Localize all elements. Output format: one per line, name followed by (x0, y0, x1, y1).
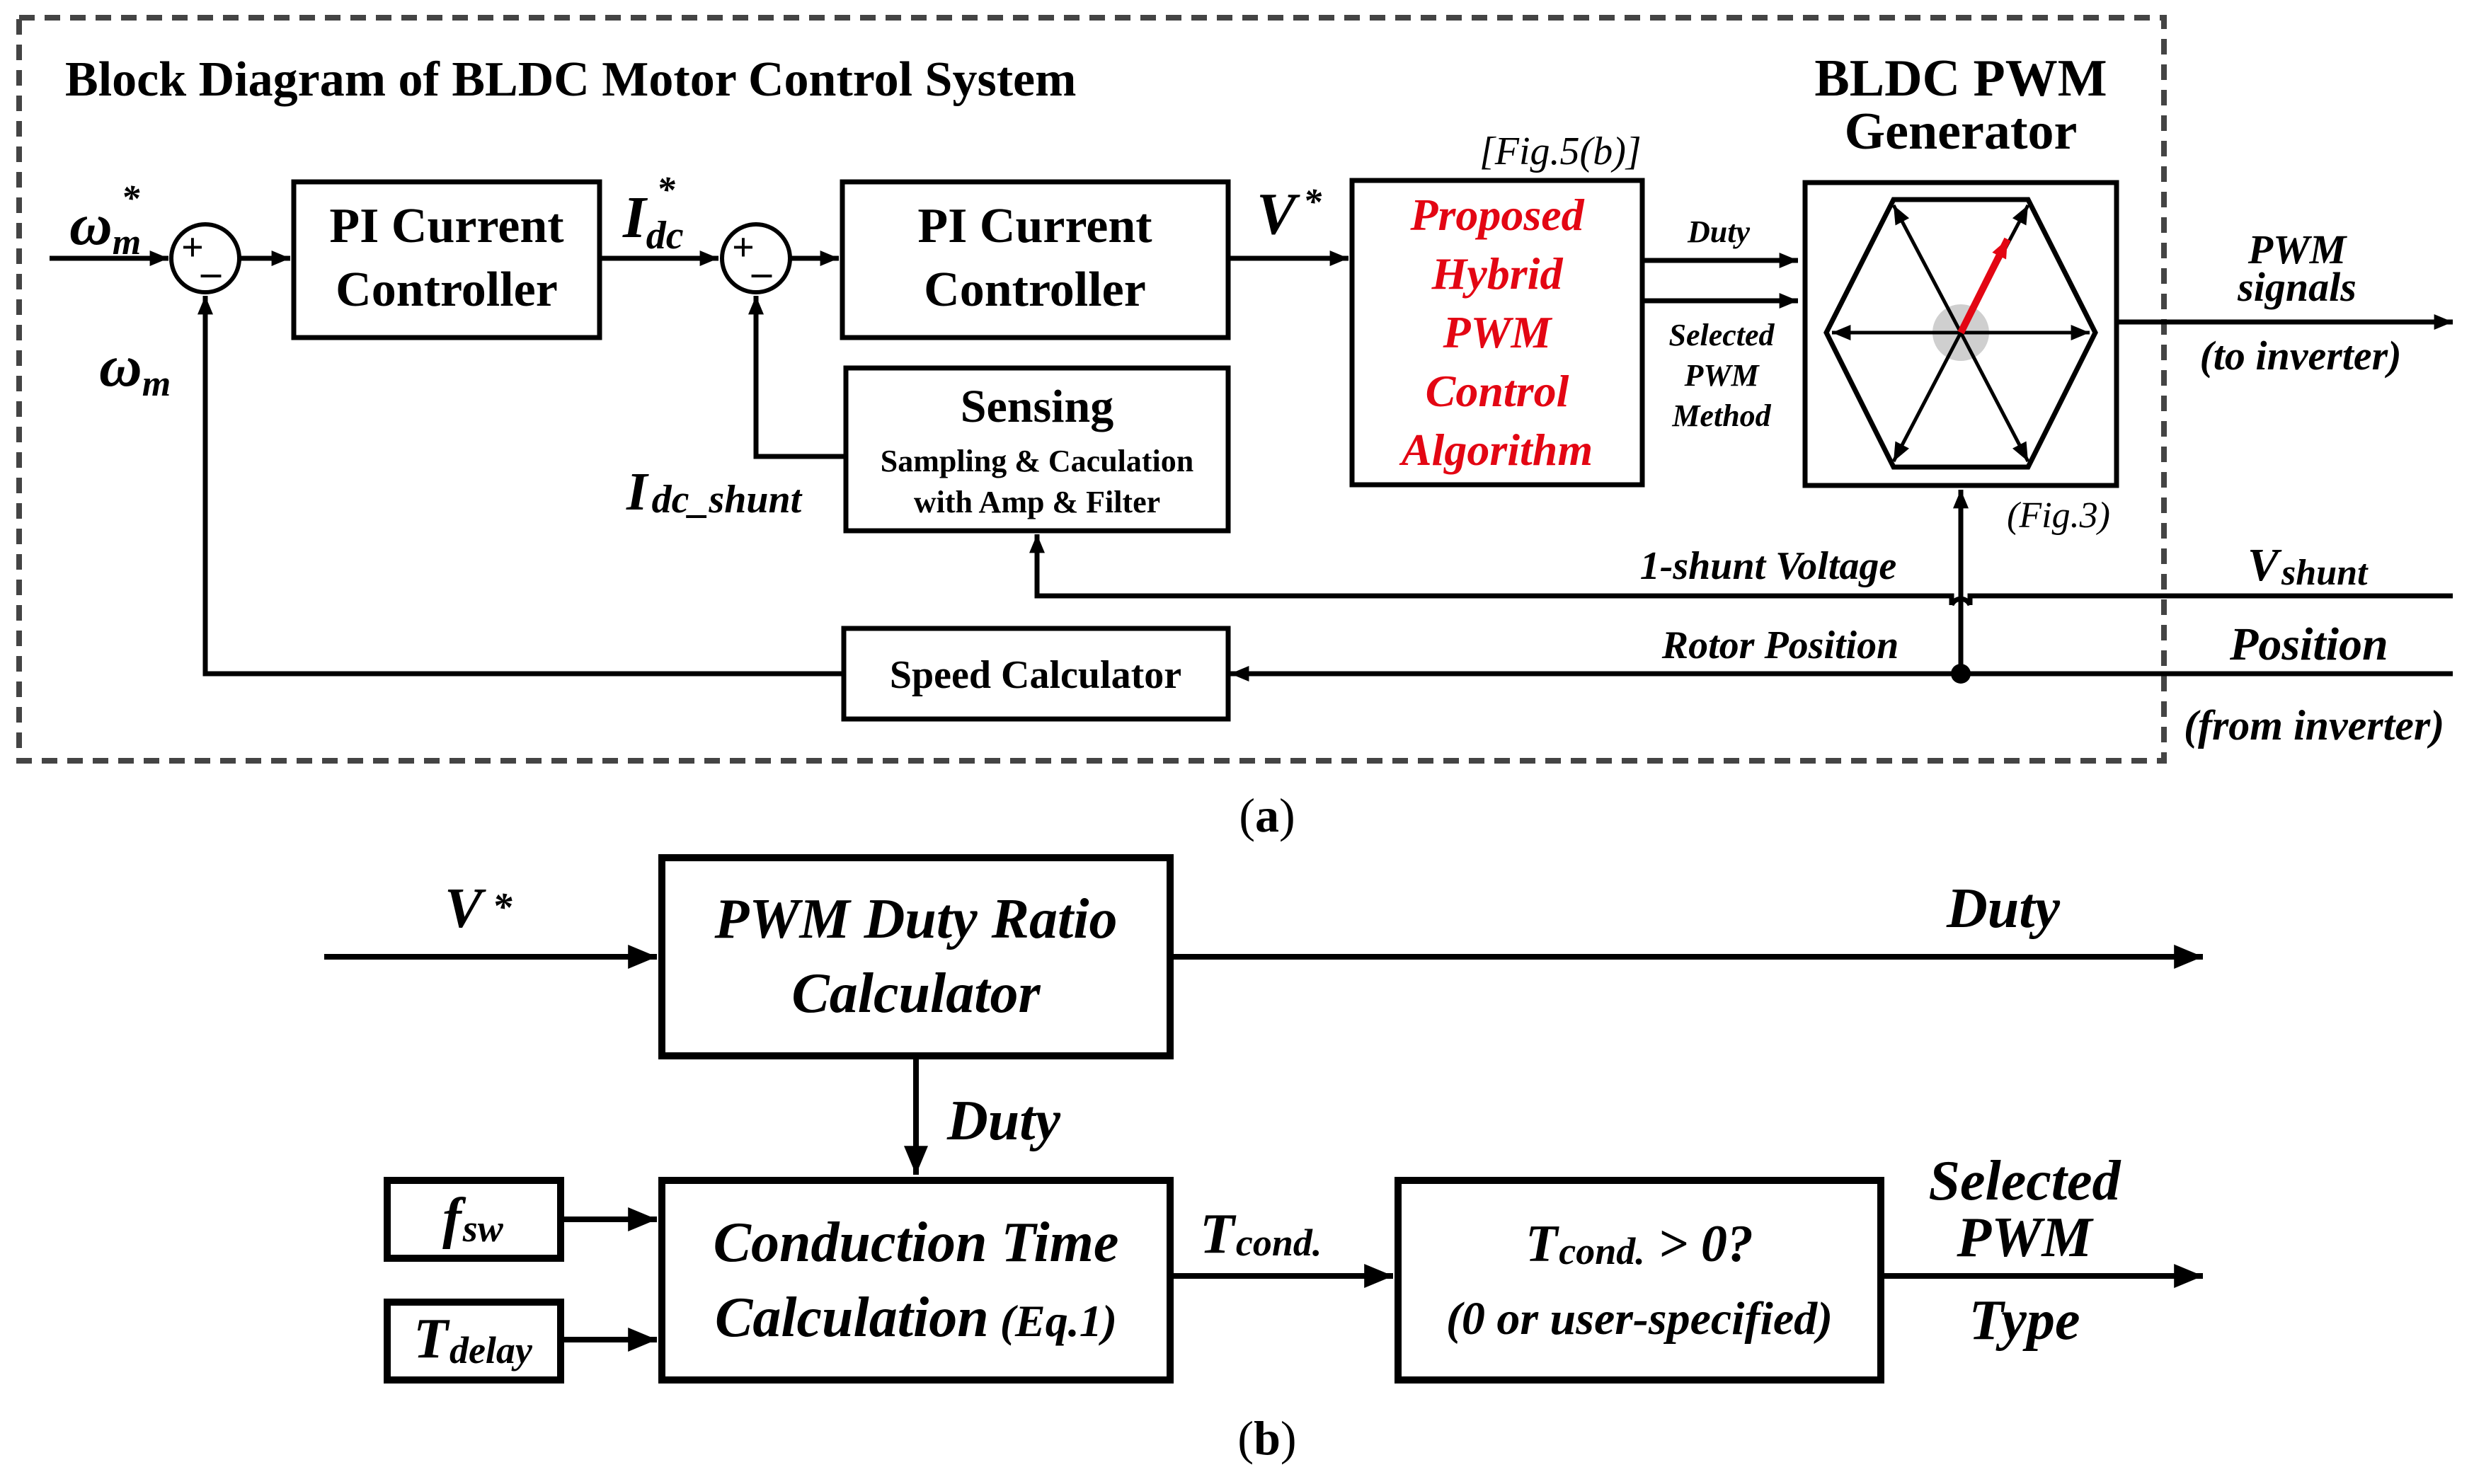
selected-type-1: Selected (1929, 1150, 2121, 1212)
tcond-label: Tcond. (1200, 1203, 1322, 1265)
sum1-plus: + (181, 226, 204, 270)
sum2-minus: _ (751, 237, 772, 281)
system-boundary (16, 15, 2167, 764)
diagram-title: Block Diagram of BLDC Motor Control Syst… (65, 52, 1076, 107)
v-ref-b-label: V* (445, 878, 512, 940)
tdelay-label: Tdelay (413, 1308, 533, 1371)
idc-ref-label: Idc* (622, 170, 684, 258)
duty-ratio-calculator-block (658, 854, 1174, 1059)
speed-feedback-line (197, 296, 844, 677)
hybrid-pwm-algorithm-block (1349, 178, 1645, 488)
sum2-plus: + (732, 226, 755, 270)
selected-type-2: PWM (1956, 1207, 2094, 1269)
pi-current-line2: Controller (924, 263, 1146, 317)
pwm-out-1: PWM (2247, 226, 2348, 272)
omega-fb-label: ωm (99, 333, 171, 404)
duty-out-b-label: Duty (1946, 878, 2060, 940)
pi-speed-line1: PI Current (329, 199, 563, 253)
hybrid-ref-label: [Fig.5(b)] (1479, 130, 1642, 173)
v-shunt-label: Vshunt (2247, 539, 2369, 593)
tdelay-block (384, 1299, 564, 1384)
duty-label-a: Duty (1687, 214, 1750, 249)
pwm-out-3: (to inverter) (2199, 333, 2401, 379)
decision-line1: Tcond. > 0? (1525, 1215, 1753, 1273)
speed-calculator-block (841, 626, 1231, 722)
hybrid-line-2: Hybrid (1431, 248, 1564, 299)
decision-block (1395, 1177, 1884, 1384)
pwm-out-2: signals (2237, 264, 2357, 310)
sensing-line3: with Amp & Filter (914, 485, 1160, 519)
shunt-voltage-line (1967, 593, 2453, 605)
hexagon-vector-icon (1823, 197, 2098, 470)
caption-b: (b) (1237, 1411, 1296, 1465)
rotor-position-label: Rotor Position (1661, 623, 1899, 667)
conduction-time-block (658, 1177, 1174, 1384)
pi-current-line1: PI Current (917, 199, 1152, 253)
hybrid-line-5: Algorithm (1399, 425, 1593, 475)
generator-ref: (Fig.3) (2007, 495, 2110, 536)
duty-calc-line2: Calculator (791, 962, 1041, 1025)
generator-title-1: BLDC PWM (1814, 50, 2107, 108)
idc-shunt-feedback (748, 296, 846, 459)
fsw-block (384, 1177, 564, 1262)
shunt-voltage-to-sensing (1029, 534, 1954, 605)
generator-title-2: Generator (1845, 103, 2078, 161)
v-ref-label: V* (1256, 181, 1322, 247)
hybrid-line-3: PWM (1443, 307, 1553, 357)
conduction-line1: Conduction Time (714, 1212, 1119, 1274)
speed-calculator-label: Speed Calculator (890, 653, 1181, 697)
sensing-line1: Sensing (961, 381, 1113, 432)
hybrid-line-1: Proposed (1409, 190, 1584, 240)
selected-type-3: Type (1969, 1289, 2080, 1352)
shunt-voltage-label: 1-shunt Voltage (1640, 544, 1897, 588)
duty-calc-line1: PWM Duty Ratio (714, 888, 1118, 950)
pi-speed-line2: Controller (336, 263, 558, 317)
selected-label-2: PWM (1683, 358, 1760, 393)
sum1-minus: _ (200, 237, 222, 281)
sensing-line2: Sampling & Caculation (881, 444, 1194, 478)
decision-line2: (0 or user-specified) (1446, 1293, 1833, 1345)
position-label: Position (2229, 619, 2388, 670)
duty-down-label: Duty (946, 1090, 1060, 1152)
hybrid-line-4: Control (1426, 366, 1569, 416)
selected-label-1: Selected (1668, 318, 1775, 352)
sensing-block (843, 365, 1231, 534)
from-inverter-label: (from inverter) (2184, 702, 2444, 749)
caption-a: (a) (1239, 788, 1295, 842)
conduction-line2: Calculation(Eq.1) (715, 1287, 1117, 1349)
selected-label-3: Method (1671, 398, 1771, 433)
omega-ref-label: ωm* (69, 178, 141, 263)
